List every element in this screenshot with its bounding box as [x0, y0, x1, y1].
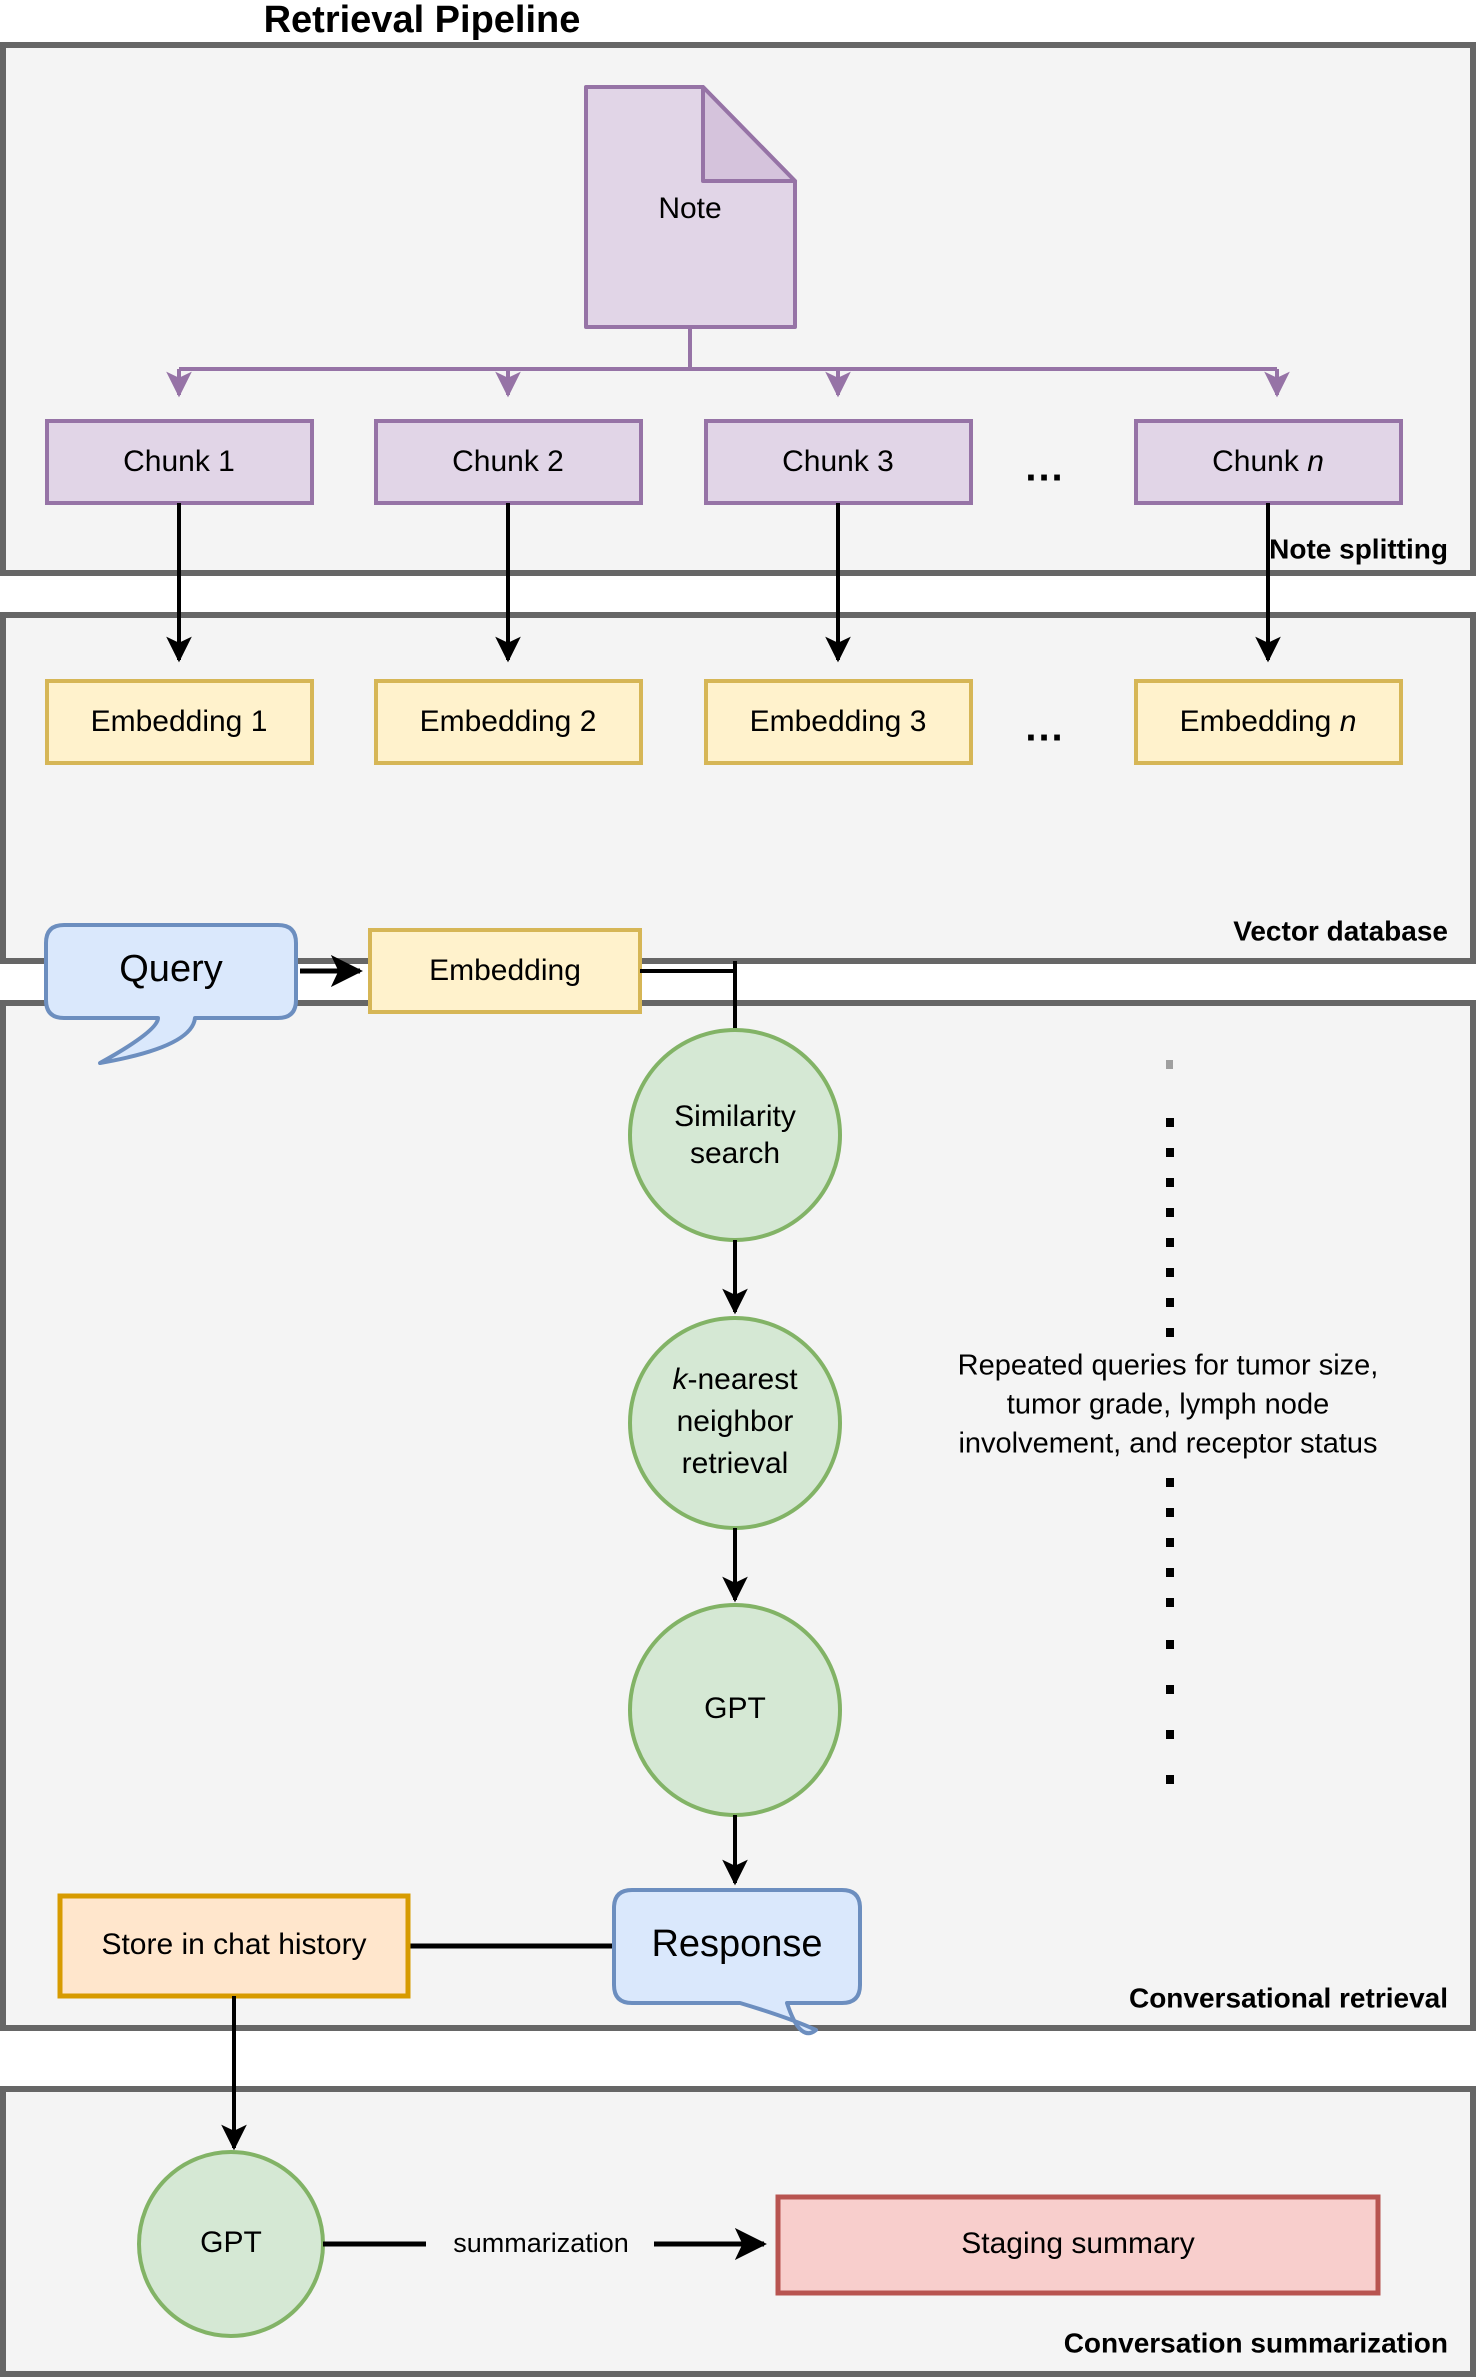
- chunk-box-3[interactable]: [704, 419, 973, 505]
- chunk-box-2[interactable]: [374, 419, 643, 505]
- embedding-box-1[interactable]: [45, 679, 314, 765]
- response-label: Response: [651, 1923, 822, 1965]
- embedding-box-3[interactable]: [704, 679, 973, 765]
- summarization-label-backdrop: [426, 2228, 654, 2262]
- page-title: Retrieval Pipeline: [264, 0, 581, 41]
- chunks-ellipsis: ...: [1025, 446, 1064, 490]
- chunk-2-label: Chunk 2: [452, 445, 564, 478]
- embedding-1-label: Embedding 1: [91, 705, 268, 738]
- side-note-line-1: Repeated queries for tumor size,: [958, 1350, 1379, 1382]
- summarization-edge-label: summarization: [453, 2228, 629, 2258]
- staging-summary-label: Staging summary: [961, 2227, 1194, 2260]
- side-note-line-3: involvement, and receptor status: [958, 1428, 1377, 1460]
- query-label: Query: [119, 948, 222, 990]
- chunk-box-1[interactable]: [45, 419, 314, 505]
- repeated-queries-dotted-line: [1166, 1060, 1174, 1784]
- embedding-box-2[interactable]: [374, 679, 643, 765]
- side-note-line-2: tumor grade, lymph node: [1007, 1389, 1329, 1421]
- similarity-search-node[interactable]: [628, 1028, 842, 1242]
- gpt-summarization-label: GPT: [200, 2226, 262, 2259]
- embedding-2-label: Embedding 2: [420, 705, 597, 738]
- knn-label-line2: neighbor: [677, 1405, 794, 1438]
- embedding-3-label: Embedding 3: [750, 705, 927, 738]
- chunk-box-n[interactable]: [1134, 419, 1403, 505]
- chunk-n-label: Chunk n: [1212, 445, 1324, 478]
- store-in-chat-history-box[interactable]: [57, 1893, 411, 1999]
- note-label: Note: [658, 192, 721, 225]
- panel-label-conversation-summarization: Conversation summarization: [1064, 2327, 1448, 2358]
- store-in-chat-history-label: Store in chat history: [101, 1928, 366, 1961]
- knn-label-line3: retrieval: [682, 1447, 789, 1480]
- knn-label-line1: k-nearest: [672, 1363, 798, 1396]
- embeddings-ellipsis: ...: [1025, 706, 1064, 750]
- similarity-search-label-line1: Similarity: [674, 1100, 796, 1133]
- query-embedding-label: Embedding: [429, 954, 581, 987]
- panel-vector-database: [0, 612, 1476, 964]
- chunk-3-label: Chunk 3: [782, 445, 894, 478]
- panel-label-conversational-retrieval: Conversational retrieval: [1129, 1982, 1448, 2013]
- similarity-search-label-line2: search: [690, 1137, 780, 1170]
- staging-summary-box[interactable]: [775, 2194, 1381, 2296]
- note-to-chunks-connector: [166, 327, 1290, 398]
- gpt-retrieval-label: GPT: [704, 1692, 766, 1725]
- note-document-shape: [584, 85, 797, 329]
- panel-label-vector-database: Vector database: [1233, 915, 1448, 946]
- panel-label-note-splitting: Note splitting: [1269, 533, 1448, 564]
- response-bubble[interactable]: [612, 1888, 862, 2036]
- chunks-to-embeddings-arrows: [166, 503, 1281, 663]
- embedding-box-n[interactable]: [1134, 679, 1403, 765]
- query-bubble[interactable]: [44, 923, 298, 1065]
- embedding-n-label: Embedding n: [1180, 705, 1357, 738]
- query-embedding-box[interactable]: [368, 928, 642, 1014]
- chunk-1-label: Chunk 1: [123, 445, 235, 478]
